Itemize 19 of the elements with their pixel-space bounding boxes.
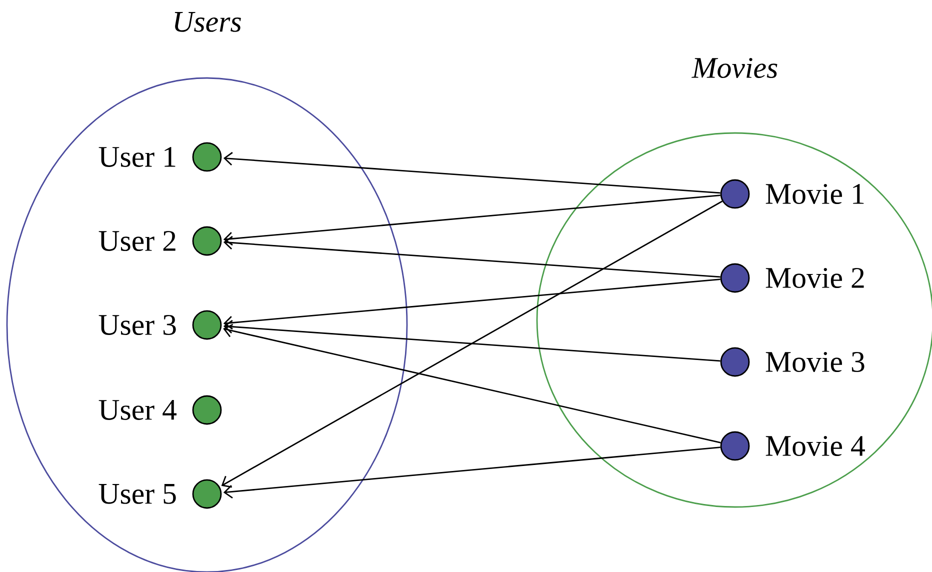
node-label: Movie 1 — [766, 184, 864, 204]
group-title: Movies — [692, 58, 778, 78]
node-label: User 1 — [98, 146, 176, 168]
arrow — [223, 236, 720, 278]
node-label: Movie 3 — [766, 352, 864, 372]
arrow — [223, 194, 720, 246]
node-label: Movie 4 — [766, 436, 865, 456]
arrow — [223, 320, 720, 362]
group-title: Users — [174, 12, 241, 32]
arrow — [221, 200, 723, 488]
arrow — [223, 152, 720, 194]
node-label: Movie 2 — [766, 268, 864, 288]
arrow — [223, 324, 721, 444]
node-label: User 3 — [98, 314, 176, 336]
node-label: User 4 — [98, 400, 177, 420]
node-label: User 2 — [98, 230, 176, 252]
arrow — [223, 278, 720, 330]
node-label: User 5 — [98, 484, 176, 504]
arrow — [223, 446, 720, 499]
